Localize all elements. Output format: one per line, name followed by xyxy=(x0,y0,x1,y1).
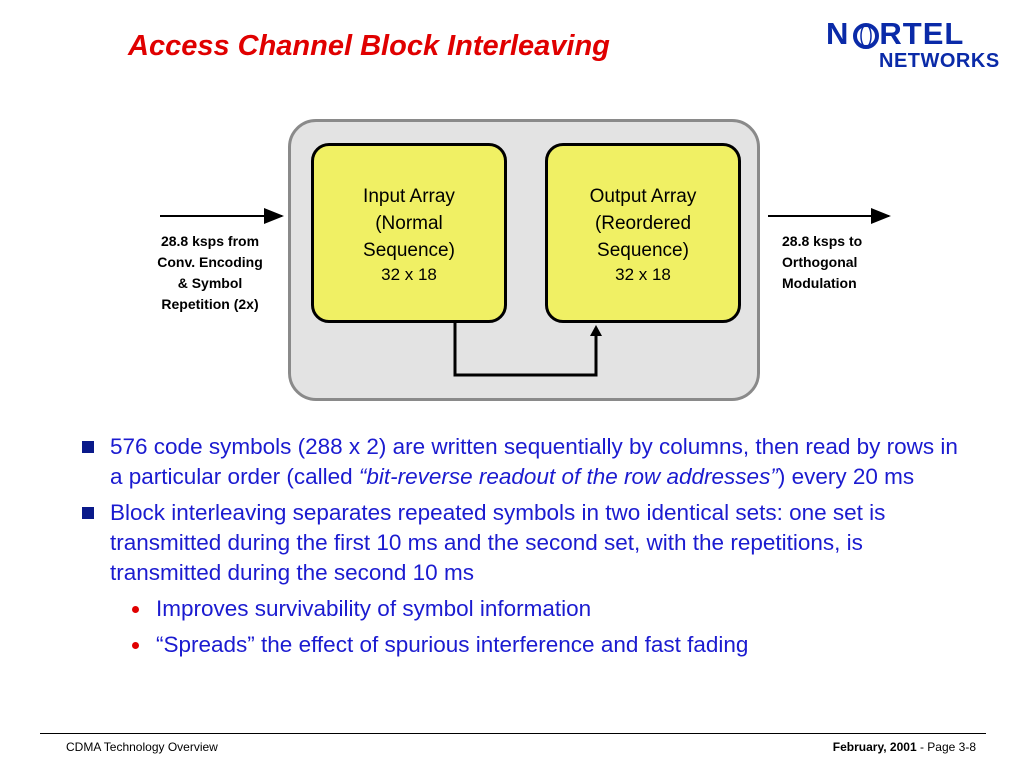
bullet-list: 576 code symbols (288 x 2) are written s… xyxy=(82,432,962,666)
interleaving-diagram: Input Array (Normal Sequence) 32 x 18 Ou… xyxy=(157,119,891,401)
list-item: 576 code symbols (288 x 2) are written s… xyxy=(82,432,962,492)
input-array-box: Input Array (Normal Sequence) 32 x 18 xyxy=(311,143,507,323)
output-array-subtitle-2: Sequence) xyxy=(597,240,689,261)
output-array-dims: 32 x 18 xyxy=(615,265,671,284)
input-rate-label: 28.8 ksps from Conv. Encoding & Symbol R… xyxy=(157,233,263,312)
output-array-title: Output Array xyxy=(589,186,697,207)
input-array-dims: 32 x 18 xyxy=(381,265,437,284)
output-array-box: Output Array (Reordered Sequence) 32 x 1… xyxy=(545,143,741,323)
input-array-subtitle: (Normal xyxy=(375,213,443,234)
input-array-title: Input Array xyxy=(363,186,455,207)
list-item: Block interleaving separates repeated sy… xyxy=(82,498,962,588)
diagram-connectors xyxy=(160,208,891,377)
slide-title: Access Channel Block Interleaving xyxy=(128,30,610,62)
globe-icon xyxy=(853,23,879,49)
square-bullet-icon xyxy=(82,441,94,453)
footer-page-info: February, 2001 - Page 3-8 xyxy=(832,740,976,754)
dot-bullet-icon xyxy=(132,642,139,649)
footer-course-title: CDMA Technology Overview xyxy=(66,740,218,754)
output-array-subtitle: (Reordered xyxy=(594,213,692,234)
reorder-arrowhead xyxy=(590,325,602,336)
reorder-connector xyxy=(453,323,598,377)
input-array-subtitle-2: Sequence) xyxy=(363,240,455,261)
sub-list-item: Improves survivability of symbol informa… xyxy=(82,594,962,624)
footer-divider xyxy=(40,733,986,734)
square-bullet-icon xyxy=(82,507,94,519)
logo-wordmark-bottom: NETWORKS xyxy=(879,50,1000,72)
sub-list-item: “Spreads” the effect of spurious interfe… xyxy=(82,630,962,660)
output-rate-label: 28.8 ksps to Orthogonal Modulation xyxy=(782,233,863,291)
dot-bullet-icon xyxy=(132,606,139,613)
